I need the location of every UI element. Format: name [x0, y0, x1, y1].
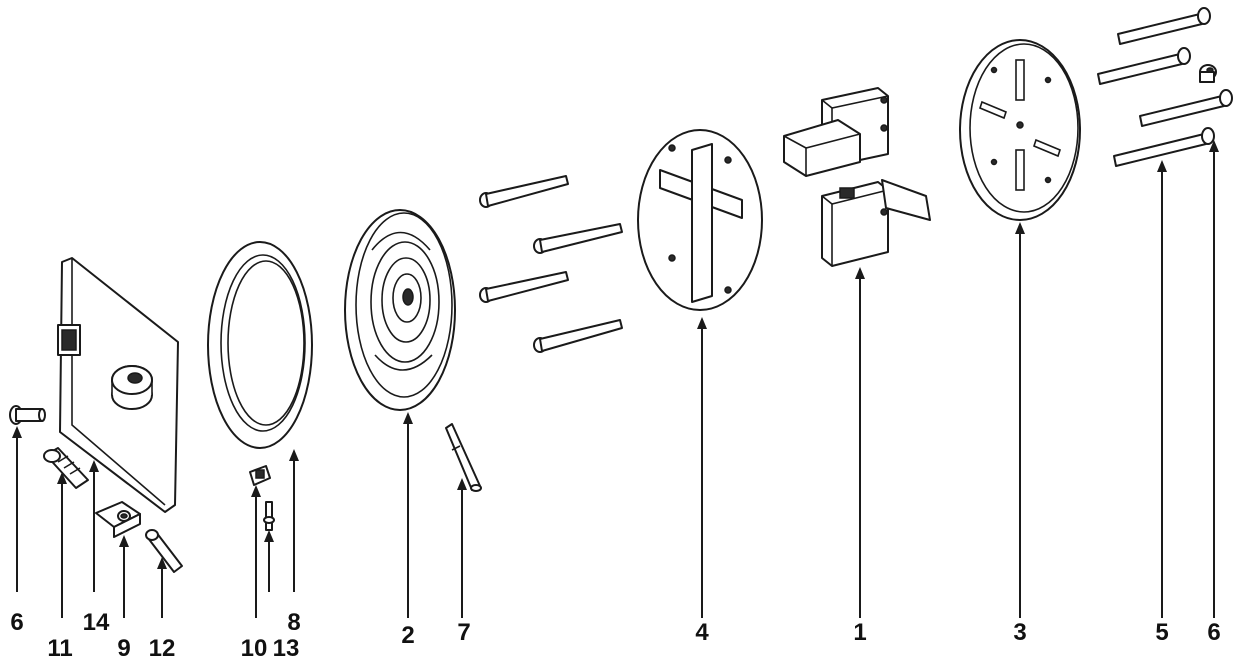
label-5: 5: [1155, 619, 1168, 646]
screw-middle-4: [534, 320, 622, 352]
screw-right-3: [1140, 90, 1232, 126]
screw-middle-3: [480, 272, 568, 302]
rod: [446, 424, 481, 491]
label-1: 1: [853, 619, 866, 646]
label-8: 8: [287, 609, 300, 636]
label-9: 9: [117, 635, 130, 662]
label-14: 14: [83, 609, 110, 636]
small-block: [250, 466, 270, 485]
cross-slotted-disc: [638, 130, 762, 310]
label-6-right: 6: [1207, 619, 1220, 646]
label-12: 12: [149, 635, 176, 662]
label-7: 7: [457, 619, 470, 646]
mounting-bracket: [96, 502, 140, 537]
screw-right-1: [1118, 8, 1210, 44]
screw-right-4: [1114, 128, 1214, 166]
screw-right-2: [1098, 48, 1190, 84]
small-pin: [264, 502, 274, 530]
screw-middle-1: [480, 176, 568, 207]
label-2: 2: [401, 622, 414, 649]
screw-left: [10, 406, 45, 424]
label-4: 4: [695, 619, 709, 646]
label-13: 13: [273, 635, 300, 662]
part-labels: 6 11 14 9 12 10 8 13 2 7 4 1 3 5 6: [10, 609, 1220, 662]
ring: [208, 242, 312, 448]
screw-middle-2: [534, 224, 622, 253]
label-10: 10: [241, 635, 268, 662]
label-6-left: 6: [10, 609, 23, 636]
label-11: 11: [47, 635, 72, 662]
screw-small-right: [1200, 65, 1216, 82]
spiral-disc: [345, 210, 455, 410]
slotted-disc: [960, 40, 1080, 220]
label-3: 3: [1013, 619, 1026, 646]
block-assembly: [784, 88, 930, 266]
